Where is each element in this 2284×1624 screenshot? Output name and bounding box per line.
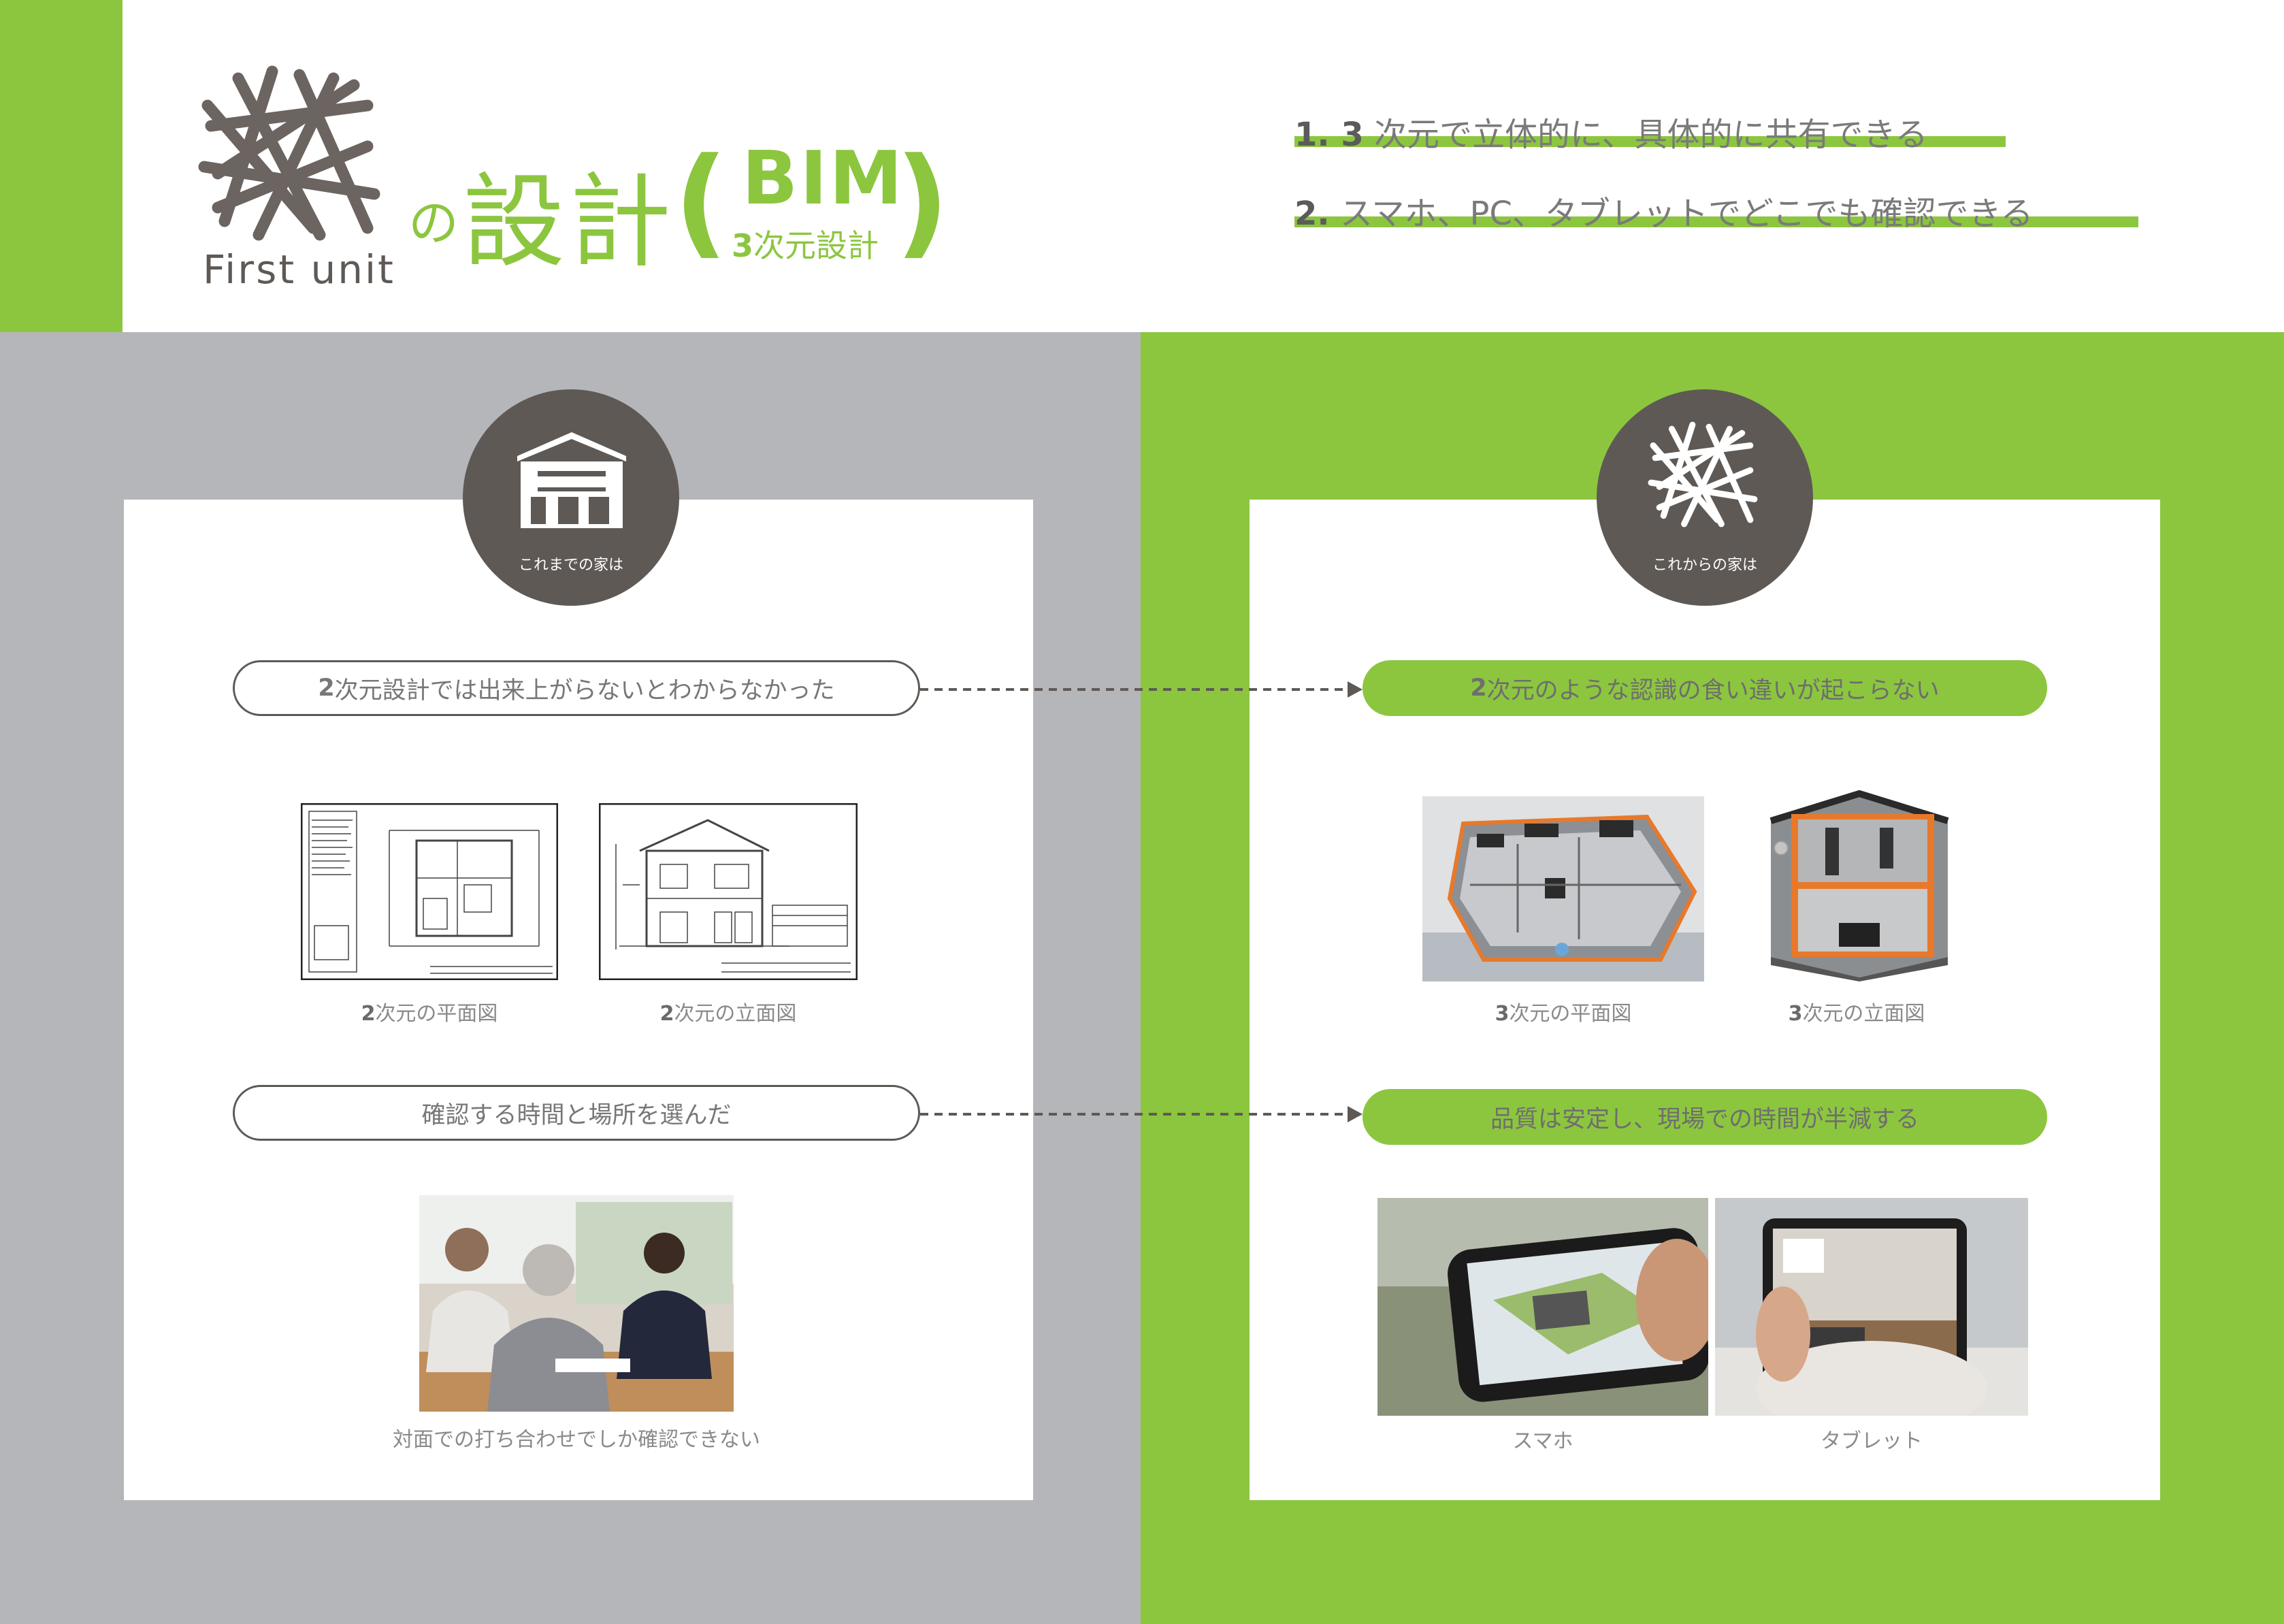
- dashed-arrow-icon: [920, 1106, 1363, 1122]
- smartphone-caption: スマホ: [1512, 1429, 1573, 1453]
- elevation-caption-num: 2: [659, 1002, 674, 1026]
- logo-text: First unit: [203, 246, 395, 293]
- bim-title: BIM: [742, 136, 904, 221]
- 3d-floor-plan-model: [1422, 796, 1704, 981]
- floor-plan-drawing: [301, 803, 558, 980]
- left-badge: [463, 389, 679, 606]
- green-left-strip: [0, 0, 123, 332]
- bim-sub-num: 3: [732, 227, 754, 264]
- floor-plan-caption: 2次元の平面図: [301, 996, 558, 1026]
- tablet-caption: タブレット: [1821, 1429, 1923, 1453]
- floor-plan-caption-num: 2: [361, 1002, 376, 1026]
- lattice-icon: [1648, 421, 1758, 527]
- left-badge-label: これまでの家は: [518, 557, 623, 574]
- right-pill-1-text: 次元のような認識の食い違いが起こらない: [1486, 677, 1940, 704]
- right-pill-1-num: 2: [1470, 675, 1487, 702]
- tablet-photo: [1715, 1198, 2028, 1416]
- elevation-drawing: [599, 803, 858, 980]
- page-title: 設計: [463, 163, 676, 282]
- logo-lattice-icon: [198, 65, 380, 241]
- dashed-arrow-icon: [920, 681, 1363, 698]
- 3d-elevation-caption-text: 次元の立面図: [1802, 1002, 1925, 1026]
- feature-1-text: 次元で立体的に、具体的に共有できる: [1363, 116, 1928, 154]
- 3d-floor-plan-caption: 3次元の平面図: [1422, 996, 1704, 1026]
- 3d-elevation-caption-num: 3: [1788, 1002, 1803, 1026]
- meeting-photo: [419, 1195, 734, 1412]
- feature-2-underline: [1294, 216, 2138, 227]
- elevation-caption: 2次元の立面図: [599, 996, 858, 1026]
- left-pill-2: 確認する時間と場所を選んだ: [233, 1085, 920, 1141]
- bim-sub-text: 次元設計: [753, 227, 879, 264]
- right-badge-label: これからの家は: [1652, 557, 1757, 574]
- feature-1-num: 1. 3: [1294, 116, 1364, 154]
- 3d-elevation-model: [1757, 787, 1956, 981]
- paren-open: (: [674, 133, 728, 271]
- feature-2-text: スマホ、PC、タブレットでどこでも確認できる: [1329, 195, 2034, 233]
- right-pill-2: 品質は安定し、現場での時間が半減する: [1363, 1089, 2047, 1145]
- meeting-photo-caption: 対面での打ち合わせでしか確認できない: [393, 1428, 760, 1452]
- title-no: の: [408, 194, 459, 253]
- bim-subtitle: 3次元設計: [732, 221, 879, 266]
- left-pill-1-num: 2: [318, 675, 335, 702]
- 3d-floor-plan-caption-text: 次元の平面図: [1509, 1002, 1632, 1026]
- right-badge: [1597, 389, 1813, 606]
- feature-2: 2. スマホ、PC、タブレットでどこでも確認できる: [1294, 186, 2034, 234]
- paren-close: ): [895, 133, 949, 271]
- feature-1-underline: [1294, 136, 2006, 147]
- house-icon: [517, 432, 626, 528]
- feature-2-num: 2.: [1294, 195, 1330, 233]
- 3d-floor-plan-caption-num: 3: [1495, 1002, 1510, 1026]
- feature-1: 1. 3 次元で立体的に、具体的に共有できる: [1294, 108, 1928, 155]
- elevation-caption-text: 次元の立面図: [674, 1002, 797, 1026]
- smartphone-photo: [1377, 1198, 1708, 1416]
- 3d-elevation-caption: 3次元の立面図: [1757, 996, 1956, 1026]
- left-pill-1-text: 次元設計では出来上がらないとわからなかった: [334, 677, 835, 704]
- floor-plan-caption-text: 次元の平面図: [375, 1002, 498, 1026]
